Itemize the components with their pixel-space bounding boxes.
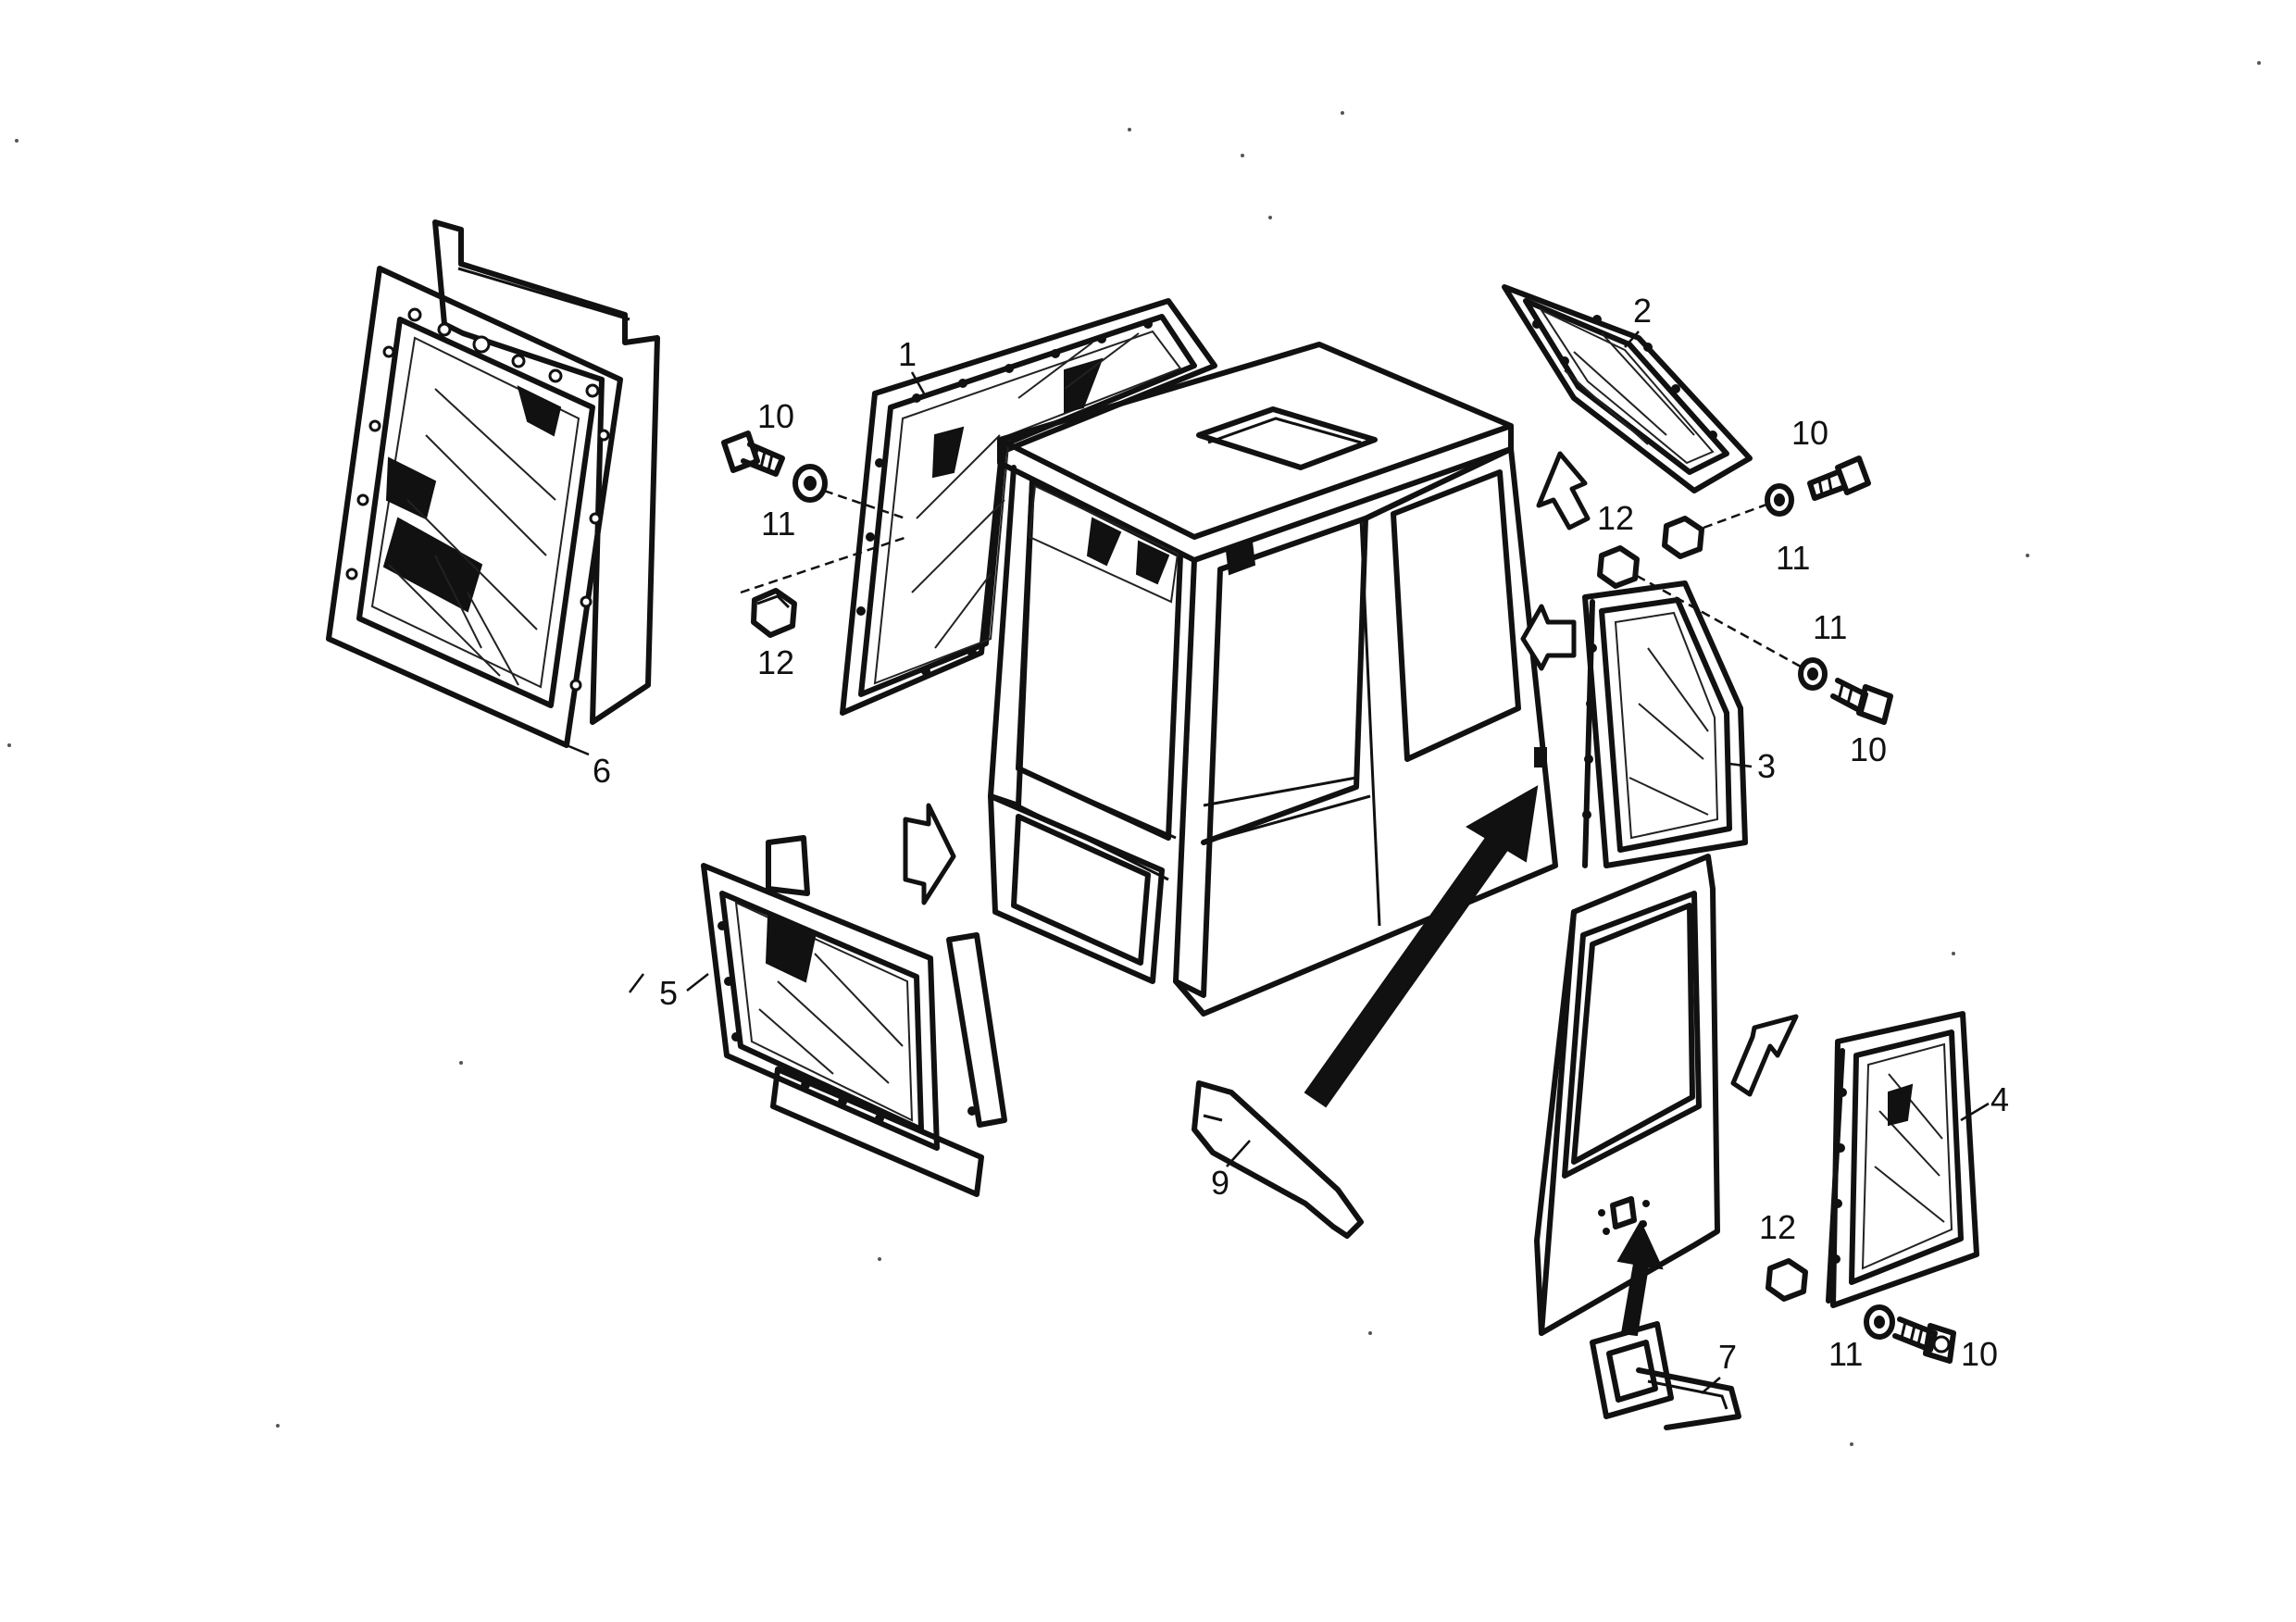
part-5-bolt-holes — [718, 921, 977, 1123]
door-panel — [1534, 854, 1720, 1336]
callout-7: 7 — [1718, 1338, 1737, 1376]
callout-10-upper-right: 10 — [1791, 414, 1828, 452]
bolt-10-mid-right — [1830, 678, 1893, 725]
callout-12-lower-right: 12 — [1759, 1208, 1796, 1246]
washer-11-lower-right — [1864, 1304, 1895, 1340]
scan-specks — [7, 61, 2261, 1446]
hardware-mid-right: 11 10 — [1636, 574, 1893, 768]
nut-12-left — [751, 588, 797, 638]
callout-9: 9 — [1211, 1164, 1229, 1202]
washer-11-upper-right — [1765, 483, 1794, 517]
callout-12-upper-right: 12 — [1597, 499, 1634, 537]
assembly-arrow-middle-right — [1520, 604, 1577, 671]
part-2-upper-side-window: 2 — [1502, 284, 1753, 493]
callout-12-left: 12 — [757, 643, 794, 681]
hardware-upper-right: 10 11 12 — [1597, 414, 1871, 589]
nut-12-mid-right — [1597, 545, 1640, 589]
callout-10-mid-right: 10 — [1850, 730, 1887, 768]
callout-11-left: 11 — [761, 505, 795, 543]
callout-5: 5 — [659, 974, 678, 1012]
callout-11-mid-right: 11 — [1813, 608, 1847, 646]
part-2-bolt-holes — [1532, 315, 1717, 440]
assembly-arrow-left — [903, 803, 956, 905]
callout-1: 1 — [898, 335, 917, 373]
washer-11-left — [792, 464, 828, 503]
part-4-bolt-holes — [1831, 1088, 1847, 1264]
part-6-rear-window: 6 — [326, 219, 660, 790]
assembly-arrow-bracket — [1304, 785, 1539, 1108]
bolt-10-lower-right — [1892, 1316, 1956, 1364]
part-3-side-window: 3 — [1582, 580, 1776, 868]
assembly-arrow-lower-right — [1730, 1014, 1799, 1097]
callout-10-left: 10 — [757, 397, 794, 435]
nut-12-lower-right — [1766, 1258, 1808, 1302]
part-9-bracket: 9 — [1192, 1080, 1364, 1239]
bolt-10-left — [721, 430, 785, 477]
callout-11-lower-right: 11 — [1828, 1335, 1863, 1373]
callout-3: 3 — [1757, 747, 1776, 785]
callout-11-upper-right: 11 — [1776, 539, 1810, 577]
hardware-left: 10 11 12 — [721, 397, 908, 681]
nut-12-upper-right — [1662, 516, 1704, 559]
part-1-bolt-holes — [856, 319, 1153, 676]
callout-2: 2 — [1633, 292, 1652, 330]
hardware-lower-right: 12 11 10 — [1759, 1208, 1998, 1373]
part-7-handle-plate: 7 — [1590, 1321, 1741, 1430]
part-5-lower-window: 5 — [629, 835, 1007, 1197]
part-6-bolt-holes — [345, 307, 610, 692]
assembly-arrow-door-handle — [1616, 1219, 1664, 1337]
callout-4: 4 — [1990, 1080, 2009, 1118]
part-4-lower-side-window: 4 — [1826, 1011, 2009, 1308]
washer-11-mid-right — [1798, 657, 1828, 691]
callout-6: 6 — [593, 752, 611, 790]
callout-10-lower-right: 10 — [1961, 1335, 1998, 1373]
cab-frame — [988, 342, 1558, 1017]
cab-windshield-glass — [1028, 484, 1179, 604]
bolt-10-upper-right — [1807, 455, 1871, 501]
part-3-bolt-holes — [1582, 643, 1597, 819]
assembly-arrow-upper-right — [1536, 451, 1591, 530]
